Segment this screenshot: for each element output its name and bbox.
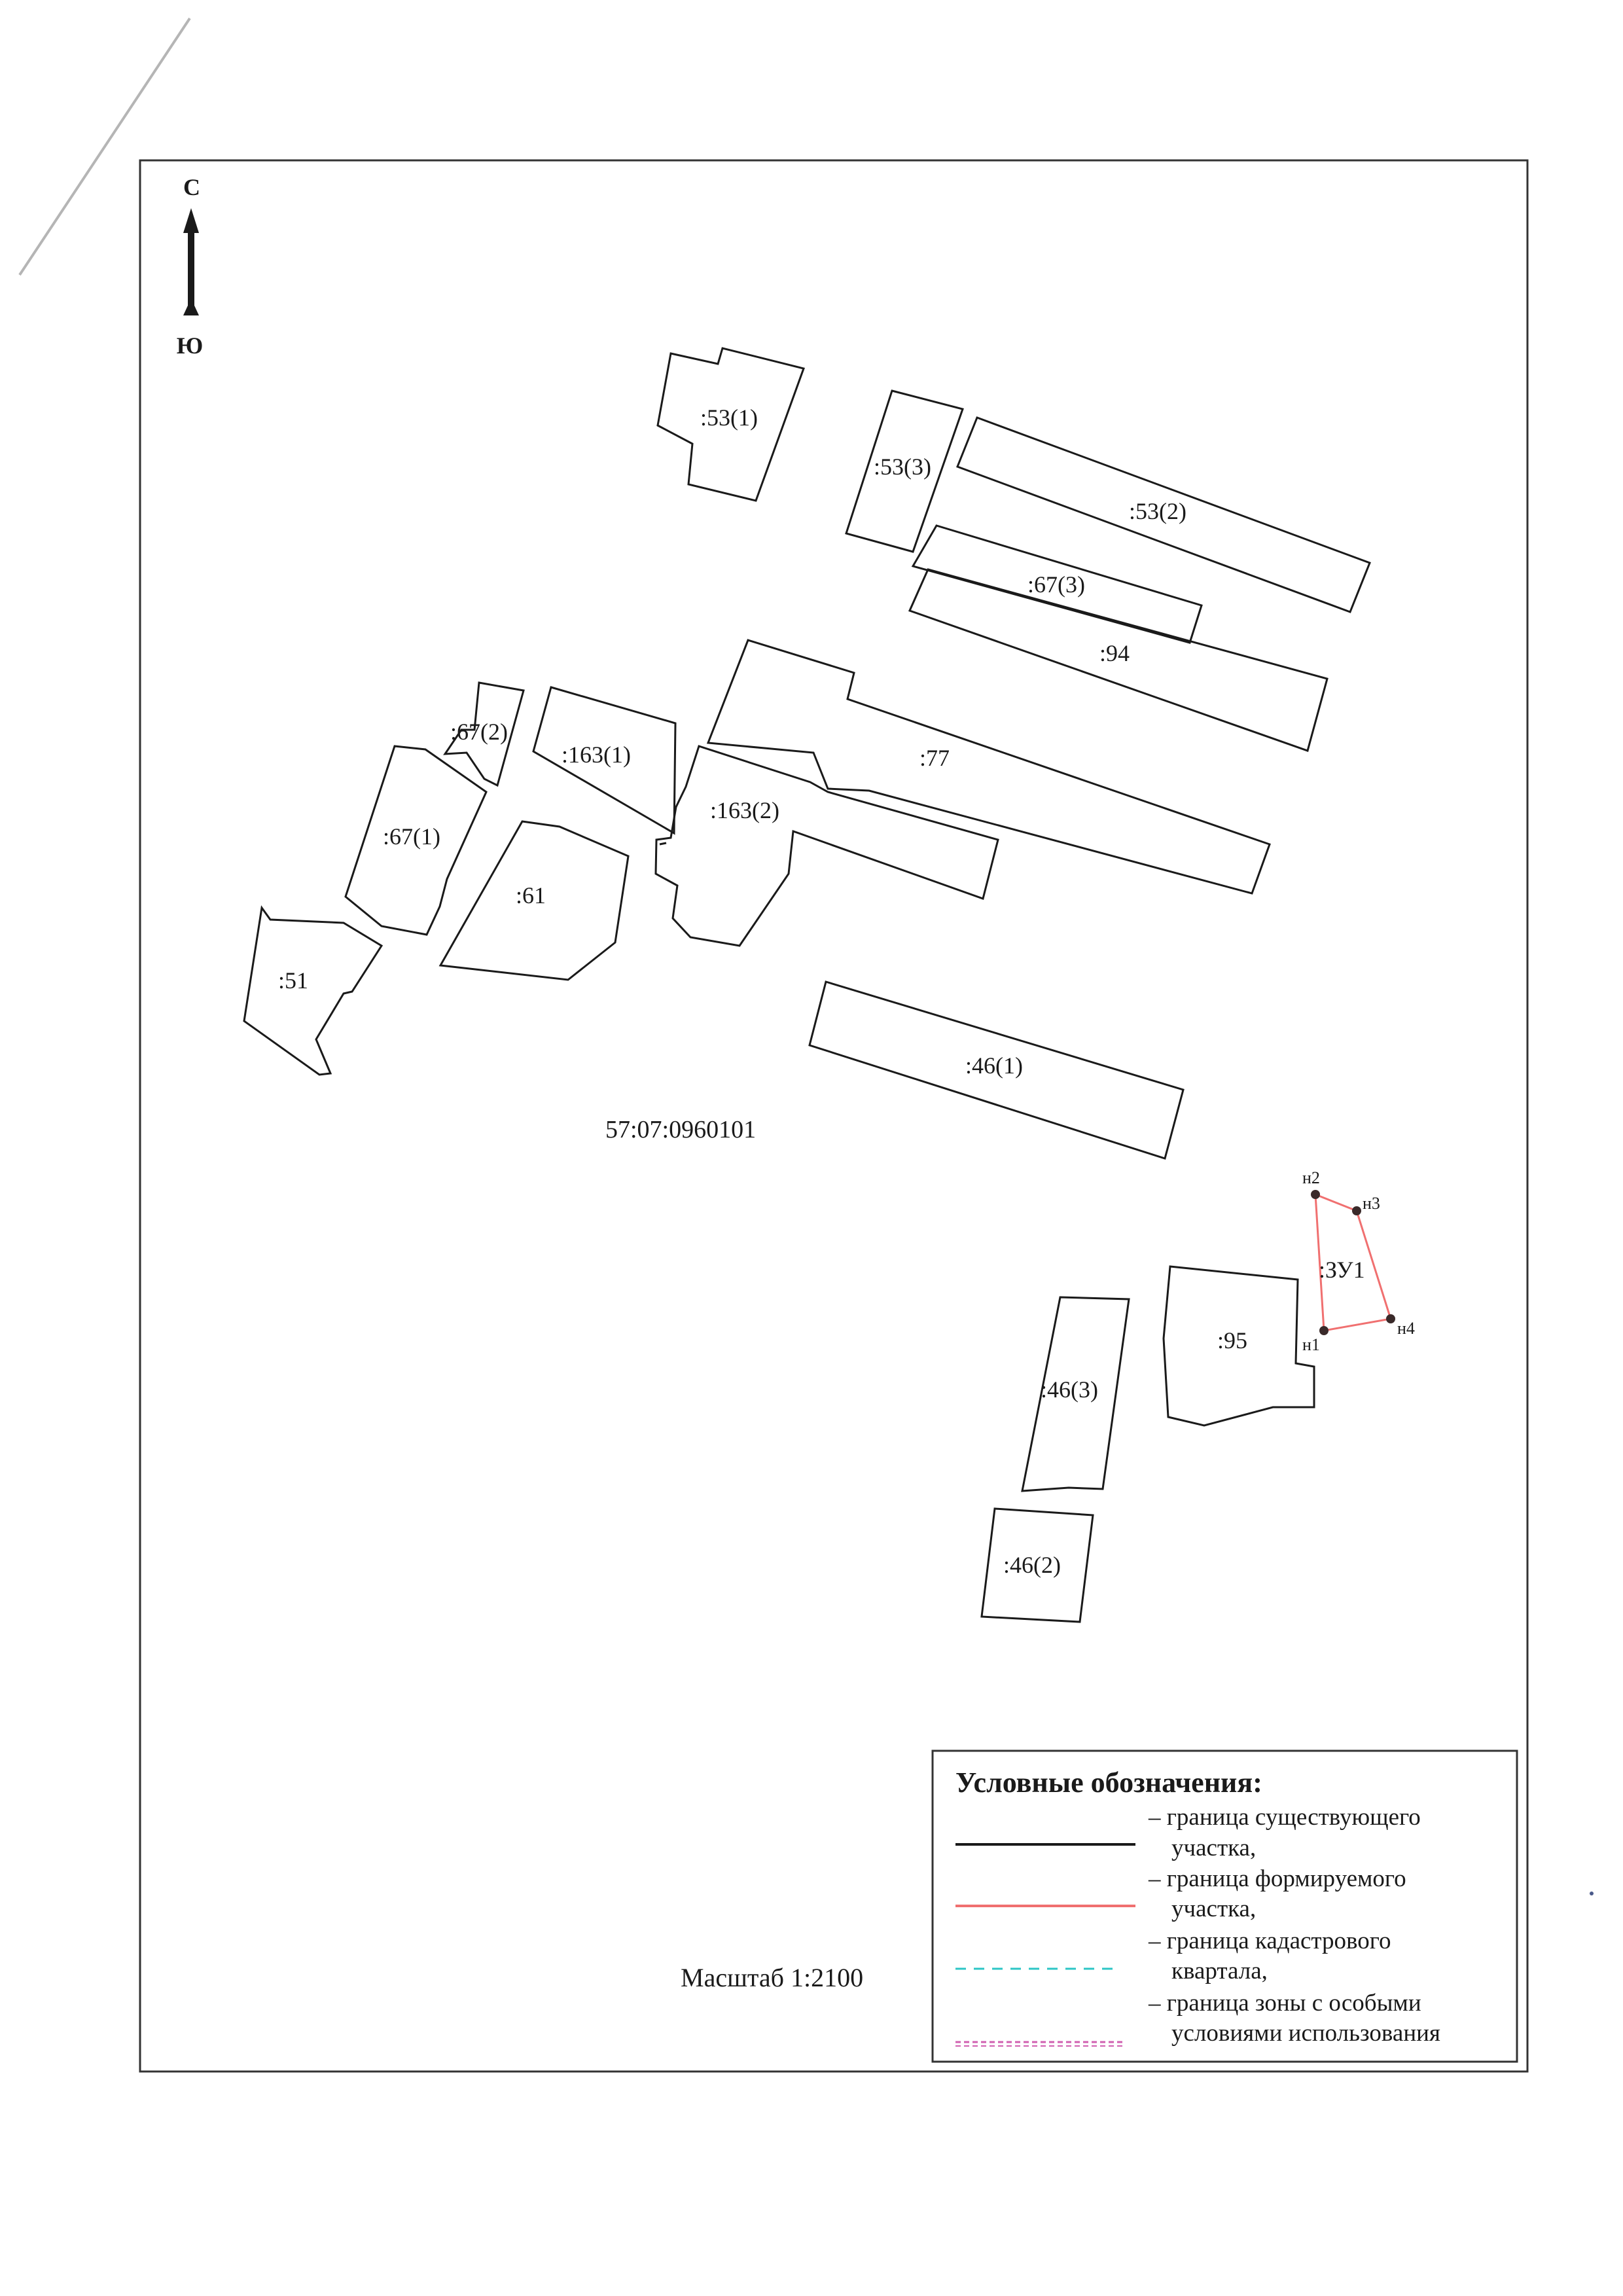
point-label-n3: н3	[1363, 1194, 1380, 1213]
parcel-label-77: :77	[919, 745, 950, 771]
parcel-label-53-1: :53(1)	[700, 404, 758, 431]
parcel-label-95: :95	[1217, 1327, 1247, 1354]
parcel-label-94: :94	[1099, 640, 1130, 666]
north-arrow: С Ю	[177, 174, 204, 359]
compass-south: Ю	[177, 332, 204, 359]
parcel-label-53-3: :53(3)	[874, 454, 931, 480]
point-label-n4: н4	[1397, 1319, 1415, 1338]
north-arrow-shaft	[188, 229, 194, 308]
formed-parcel: н1 н2 н3 н4 :ЗУ1	[1302, 1168, 1415, 1354]
parcel-46-2	[980, 1507, 1094, 1623]
cadastral-quarter-number: 57:07:0960101	[605, 1116, 756, 1143]
parcel-95	[1162, 1265, 1315, 1427]
south-arrow-tail	[183, 298, 199, 315]
parcel-46-3	[1021, 1296, 1130, 1492]
legend-existing-line2: участка,	[1171, 1835, 1256, 1861]
parcel-label-46-3: :46(3)	[1041, 1376, 1098, 1403]
parcel-label-163-1: :163(1)	[562, 742, 631, 768]
legend-quarter-line1: – граница кадастрового	[1148, 1928, 1391, 1954]
legend: Условные обозначения: – граница существу…	[931, 1749, 1518, 2063]
legend-zone-line1: – граница зоны с особыми	[1148, 1990, 1421, 2017]
point-n3-marker	[1352, 1206, 1361, 1215]
parcel-53-1	[656, 347, 805, 502]
parcel-label-46-2: :46(2)	[1003, 1552, 1061, 1578]
parcel-labels: :53(1) :53(3) :53(2) :67(3) :94 :77 :67(…	[278, 404, 1247, 1578]
parcel-label-61: :61	[516, 882, 546, 908]
map-frame	[139, 159, 1529, 2073]
scan-dust	[1590, 1892, 1594, 1895]
parcel-label-53-2: :53(2)	[1129, 498, 1186, 524]
map-scale: Масштаб 1:2100	[681, 1963, 863, 1992]
parcel-163-2	[654, 745, 999, 947]
parcel-67-2	[443, 681, 525, 787]
parcel-94	[908, 568, 1329, 752]
parcel-163-1	[532, 686, 677, 835]
parcel-46-1	[808, 980, 1185, 1160]
parcel-label-67-2: :67(2)	[450, 719, 508, 745]
parcel-label-67-1: :67(1)	[383, 823, 440, 850]
legend-title: Условные обозначения:	[955, 1767, 1262, 1799]
parcel-label-67-3: :67(3)	[1027, 571, 1085, 598]
formed-parcel-label: :ЗУ1	[1319, 1257, 1365, 1283]
scan-edge	[18, 17, 191, 276]
parcel-67-3	[911, 524, 1203, 644]
point-n1-marker	[1319, 1326, 1329, 1335]
north-arrow-icon	[183, 208, 199, 233]
legend-formed-line1: – граница формируемого	[1148, 1865, 1406, 1892]
parcel-53-2	[956, 416, 1371, 613]
parcel-51	[243, 905, 383, 1076]
point-label-n2: н2	[1302, 1168, 1320, 1187]
point-n2-marker	[1311, 1190, 1320, 1199]
legend-existing-line1: – граница существующего	[1148, 1804, 1421, 1831]
legend-zone-line2: условиями использования	[1171, 2020, 1440, 2047]
parcel-53-3	[845, 389, 964, 553]
parcel-label-163-2: :163(2)	[710, 797, 779, 823]
parcel-77	[706, 639, 1271, 895]
parcel-61	[438, 820, 630, 981]
legend-formed-line2: участка,	[1171, 1895, 1256, 1922]
parcel-label-51: :51	[278, 967, 308, 994]
point-n4-marker	[1386, 1314, 1395, 1323]
legend-quarter-line2: квартала,	[1171, 1958, 1268, 1984]
parcel-label-46-1: :46(1)	[965, 1052, 1023, 1079]
point-label-n1: н1	[1302, 1335, 1320, 1354]
notch-mark	[659, 842, 667, 846]
compass-north: С	[183, 174, 200, 200]
parcel-67-1	[344, 745, 488, 936]
existing-parcels	[243, 347, 1371, 1623]
